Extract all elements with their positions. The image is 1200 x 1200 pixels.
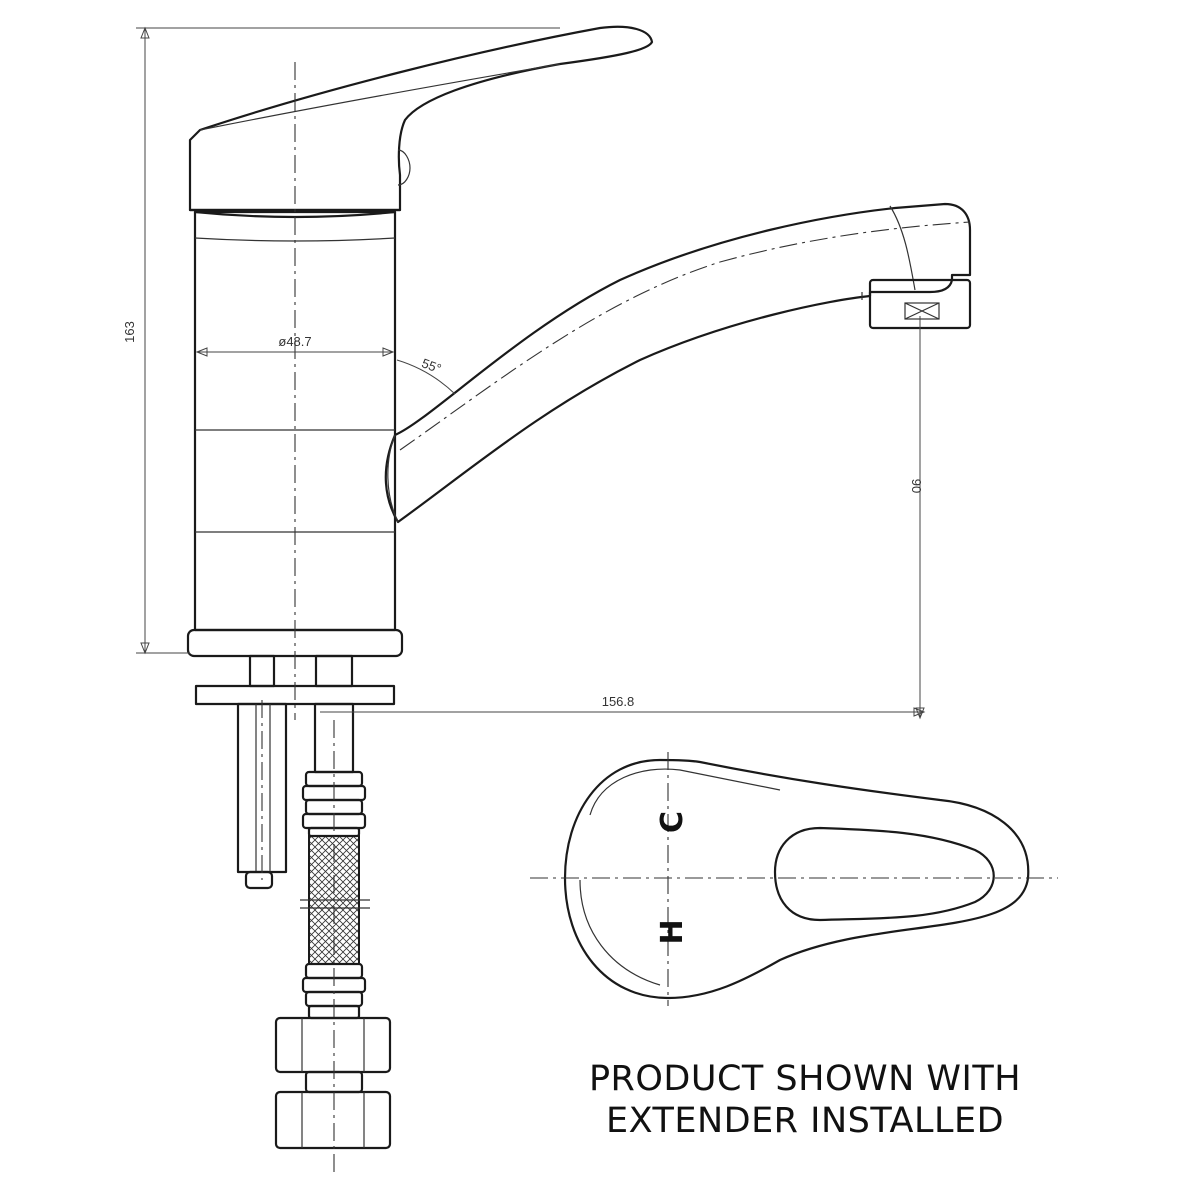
hex-nut-lower bbox=[274, 1090, 392, 1150]
cold-mark: C bbox=[655, 811, 690, 833]
caption-line-2: EXTENDER INSTALLED bbox=[605, 1101, 1005, 1141]
height-dimension: 163 bbox=[122, 321, 137, 343]
hot-mark: H bbox=[655, 919, 690, 944]
dimension-lines: 163 ø48.7 55° 90 156.8 bbox=[122, 26, 926, 720]
hex-nut-upper bbox=[274, 1016, 392, 1074]
handle-top-view: C H bbox=[530, 752, 1058, 1006]
lever-handle bbox=[188, 25, 654, 212]
diameter-dimension: ø48.7 bbox=[278, 334, 311, 349]
reach-dimension: 156.8 bbox=[602, 694, 635, 709]
spout-height-dimension: 90 bbox=[909, 479, 924, 493]
handle-slot bbox=[773, 826, 995, 922]
spout bbox=[384, 202, 972, 524]
product-note: PRODUCT SHOWN WITH EXTENDER INSTALLED bbox=[520, 1058, 1090, 1142]
angle-dimension: 55° bbox=[420, 355, 444, 376]
faucet-side-view bbox=[186, 25, 972, 1172]
caption-line-1: PRODUCT SHOWN WITH bbox=[588, 1059, 1022, 1099]
